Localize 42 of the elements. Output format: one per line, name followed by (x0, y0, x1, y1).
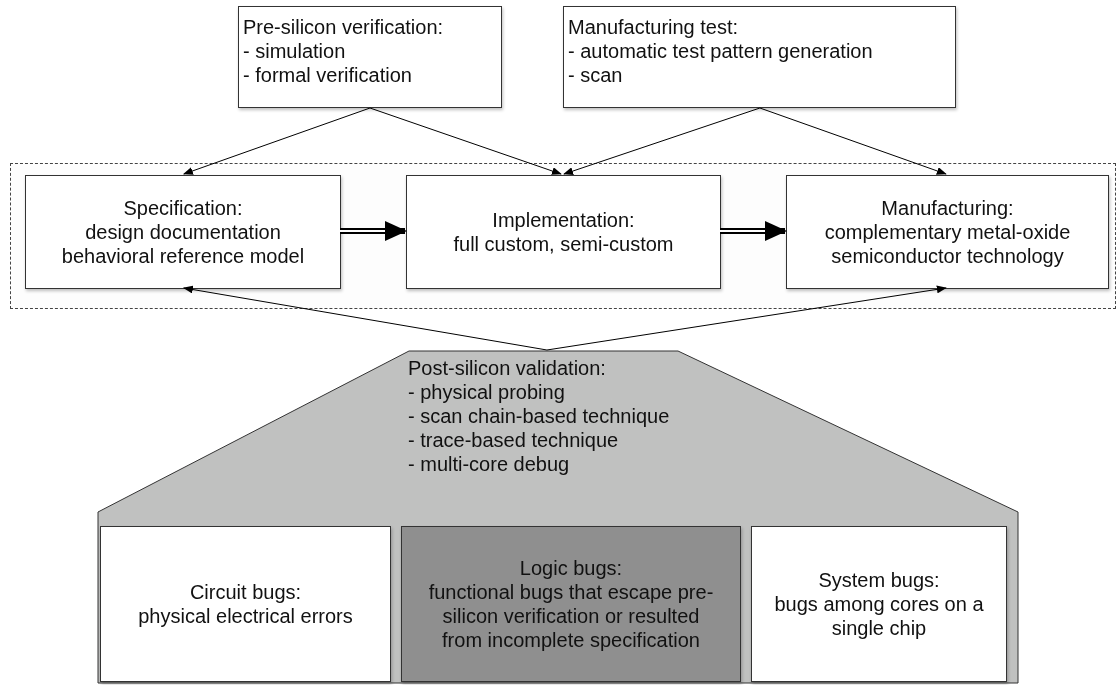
node-heading: Manufacturing test: (568, 15, 739, 39)
arrow (369, 107, 562, 175)
arrow (759, 107, 947, 175)
text-box (401, 526, 741, 682)
node-text: complementary metal-oxide semiconductor technology (823, 220, 1072, 268)
arrow (546, 285, 947, 351)
text-box (25, 175, 341, 289)
node-heading: Circuit bugs: (189, 580, 302, 604)
arrow (563, 107, 761, 175)
node-heading: Logic bugs: (519, 556, 623, 580)
node-heading: Pre-silicon verification: (243, 15, 444, 39)
double-line-arrow (340, 221, 407, 241)
node-text: physical electrical errors (138, 604, 353, 628)
node-heading: Implementation: (492, 208, 635, 232)
node-text: - scan chain-based technique (408, 404, 670, 428)
dashed-group-box (10, 163, 1116, 309)
node-heading: Specification: (123, 196, 243, 220)
node-text: design documentation (85, 220, 281, 244)
node-text: - formal verification (243, 63, 412, 87)
node-text: bugs among cores on a single chip (774, 592, 984, 640)
node-heading: System bugs: (818, 568, 940, 592)
node-heading: Manufacturing: (881, 196, 1014, 220)
node-text: - scan (568, 63, 623, 87)
pentagon-box (97, 350, 1019, 684)
text-box (100, 526, 391, 682)
node-text: behavioral reference model (61, 244, 305, 268)
node-heading: Post-silicon validation: (408, 356, 607, 380)
text-box (563, 6, 956, 108)
text-box (751, 526, 1007, 682)
text-box (238, 6, 502, 108)
arrow (182, 107, 371, 175)
node-text: - multi-core debug (408, 452, 571, 476)
node-text: full custom, semi-custom (453, 232, 674, 256)
arrow (182, 285, 548, 351)
node-text: - simulation (243, 39, 346, 63)
node-text: functional bugs that escape pre-silicon verification or resulted from incomplete specification (427, 580, 715, 652)
double-line-arrow (720, 221, 787, 241)
node-text: - automatic test pattern generation (568, 39, 873, 63)
node-text: - trace-based technique (408, 428, 620, 452)
text-box (406, 175, 721, 289)
node-text: - physical probing (408, 380, 566, 404)
text-box (786, 175, 1109, 289)
